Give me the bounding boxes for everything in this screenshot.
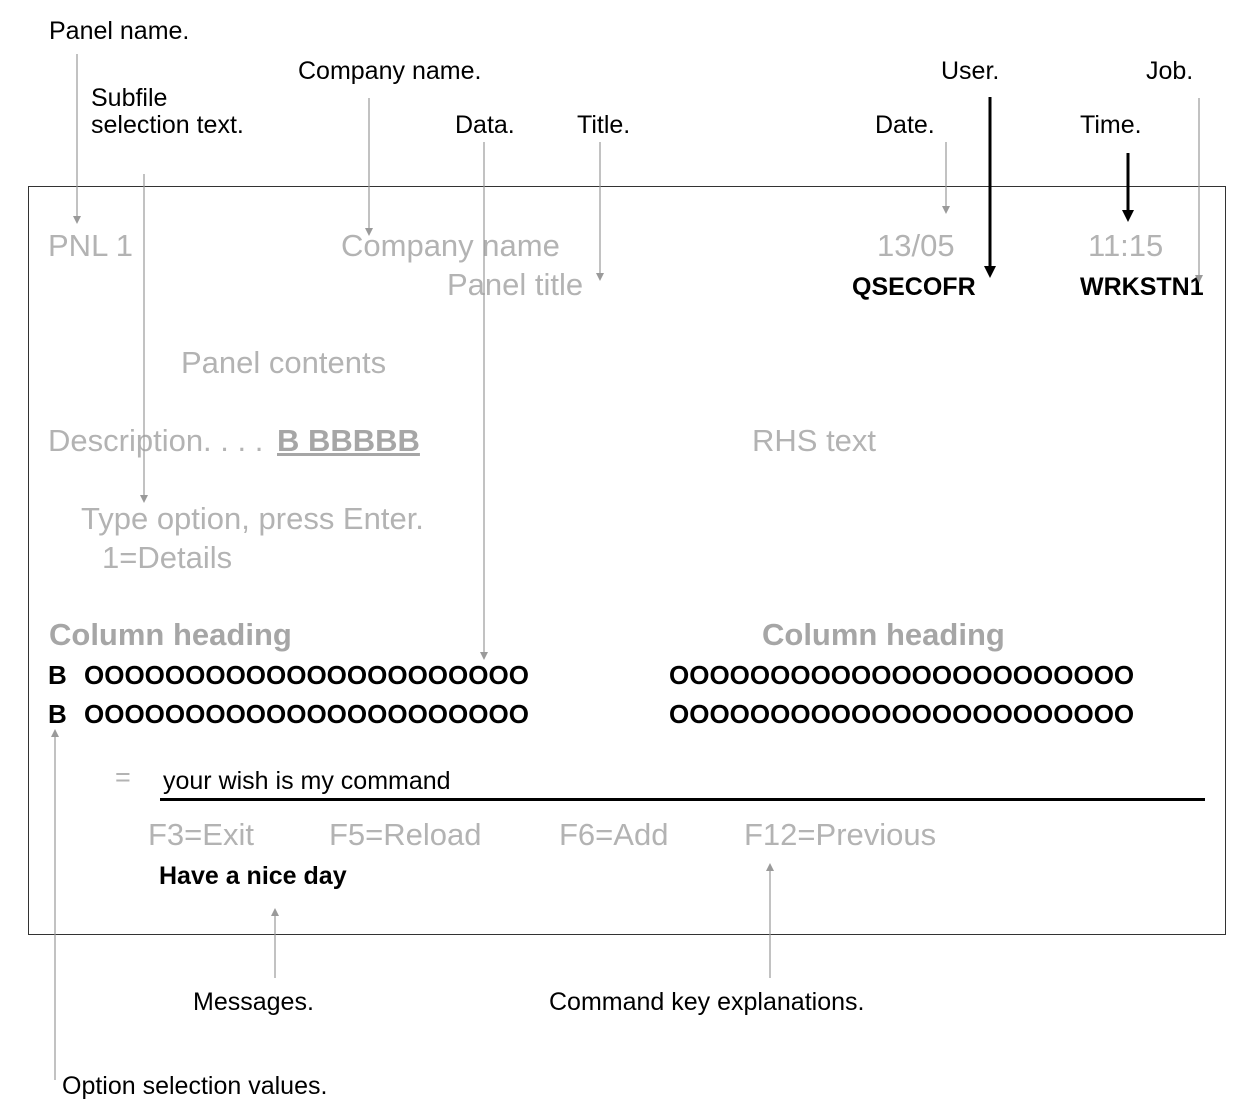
time-annotation: Time. [1080,111,1142,139]
panel-title: Panel title [447,267,584,302]
panel-name-annotation: Panel name. [49,17,190,45]
company-name-annotation: Company name. [298,57,482,85]
company-name: Company name [341,228,560,263]
data-annotation: Data. [455,111,515,139]
job-value: WRKSTN1 [1080,273,1204,301]
time-value: 11:15 [1088,228,1164,263]
job-annotation: Job. [1146,57,1194,85]
command-prompt: = [115,762,131,792]
row-1-right-data: OOOOOOOOOOOOOOOOOOOOOOO [669,660,1135,690]
date-value: 13/05 [877,228,955,263]
panel-id: PNL 1 [48,228,134,263]
command-keys-annotation: Command key explanations. [549,988,865,1016]
function-key-f6[interactable]: F6=Add [559,817,669,852]
command-input[interactable]: your wish is my command [163,767,451,795]
user-value: QSECOFR [852,273,976,301]
message-line: Have a nice day [159,862,347,890]
date-annotation: Date. [875,111,935,139]
column-heading-right: Column heading [762,617,1005,652]
option-selection-annotation: Option selection values. [62,1072,328,1100]
row-1-option[interactable]: B [48,660,67,690]
column-heading-left: Column heading [49,617,292,652]
row-2-right-data: OOOOOOOOOOOOOOOOOOOOOOO [669,699,1135,729]
title-annotation: Title. [577,111,631,139]
option-1-details: 1=Details [102,540,233,575]
row-2-left-data: OOOOOOOOOOOOOOOOOOOOOO [84,699,529,729]
row-2-option[interactable]: B [48,699,67,729]
function-key-f12[interactable]: F12=Previous [744,817,937,852]
type-option-instruction: Type option, press Enter. [81,501,424,536]
subfile-selection-annotation-line2: selection text. [91,111,244,139]
description-input[interactable]: B BBBBB [277,423,420,458]
messages-annotation: Messages. [193,988,314,1016]
row-1-left-data: OOOOOOOOOOOOOOOOOOOOOO [84,660,529,690]
description-label: Description. . . . [48,423,264,458]
panel-contents: Panel contents [181,345,387,380]
function-key-f5[interactable]: F5=Reload [329,817,482,852]
function-key-f3[interactable]: F3=Exit [148,817,254,852]
rhs-text: RHS text [752,423,877,458]
subfile-selection-annotation-line1: Subfile [91,84,168,112]
screen-frame [28,186,1226,935]
command-line-underline [160,798,1205,801]
user-annotation: User. [941,57,1000,85]
